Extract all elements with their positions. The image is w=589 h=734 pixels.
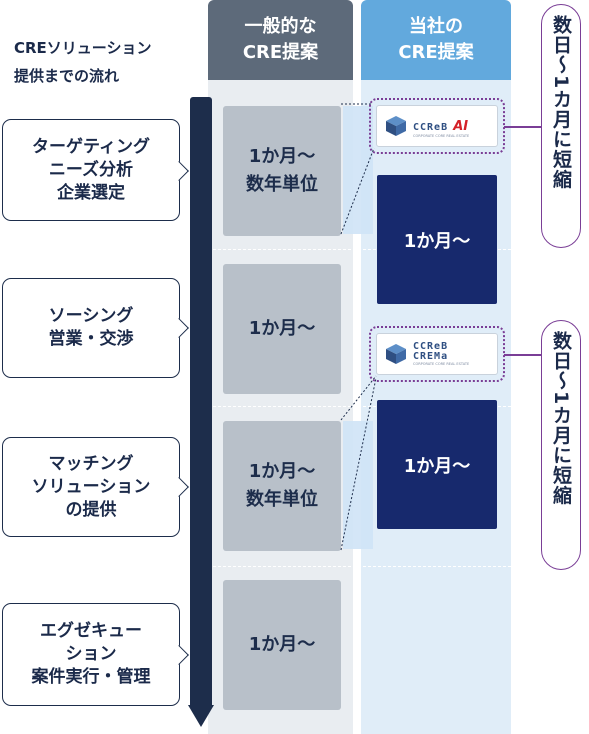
ours-duration-1: 1か月〜	[377, 175, 497, 304]
general-duration-4: 1か月〜	[223, 580, 341, 710]
phase-execution: エグゼキュー ション 案件実行・管理	[2, 603, 180, 706]
ccreb-crema-logo: CCReB CREMa CORPORATE CORE REAL ESTATE	[376, 333, 498, 375]
row-separator	[208, 249, 511, 250]
phase-matching: マッチング ソリューション の提供	[2, 437, 180, 537]
timeline-bar	[190, 97, 212, 707]
general-column-title: 一般的な CRE提案	[242, 16, 319, 63]
shortening-badge-2: 数日〜1カ月に短縮	[541, 320, 581, 570]
general-duration-3: 1か月〜 数年単位	[223, 421, 341, 551]
ours-duration-2: 1か月〜	[377, 400, 497, 529]
general-duration-2: 1か月〜	[223, 264, 341, 394]
logo-ai-suffix: AI	[453, 118, 469, 134]
logo-tagline: CORPORATE CORE REAL ESTATE	[413, 362, 470, 366]
phase-sourcing: ソーシング 営業・交渉	[2, 278, 180, 378]
badge-connector	[504, 354, 542, 356]
phase-targeting: ターゲティング ニーズ分析 企業選定	[2, 119, 180, 221]
ccreb-ai-logo: CCReB AI CORPORATE CORE REAL ESTATE	[376, 105, 498, 147]
shortening-badge-1: 数日〜1カ月に短縮	[541, 4, 581, 248]
logo-tagline: CORPORATE CORE REAL ESTATE	[413, 133, 470, 138]
logo-wordmark: CCReB	[413, 341, 449, 352]
ours-column-header: 当社の CRE提案	[361, 0, 511, 80]
row-separator	[208, 566, 511, 567]
cube-icon	[386, 344, 406, 364]
logo-wordmark: CCReB	[413, 121, 449, 133]
general-column-header: 一般的な CRE提案	[208, 0, 353, 80]
general-duration-1: 1か月〜 数年単位	[223, 106, 341, 236]
flow-caption: CREソリューション 提供までの流れ	[14, 39, 152, 85]
highlight-band	[343, 421, 373, 549]
logo-wordmark-2: CREMa	[413, 351, 449, 362]
ours-column-title: 当社の CRE提案	[398, 16, 474, 63]
badge-connector	[504, 126, 542, 128]
timeline-arrowhead	[188, 705, 214, 727]
cube-icon	[386, 116, 406, 136]
